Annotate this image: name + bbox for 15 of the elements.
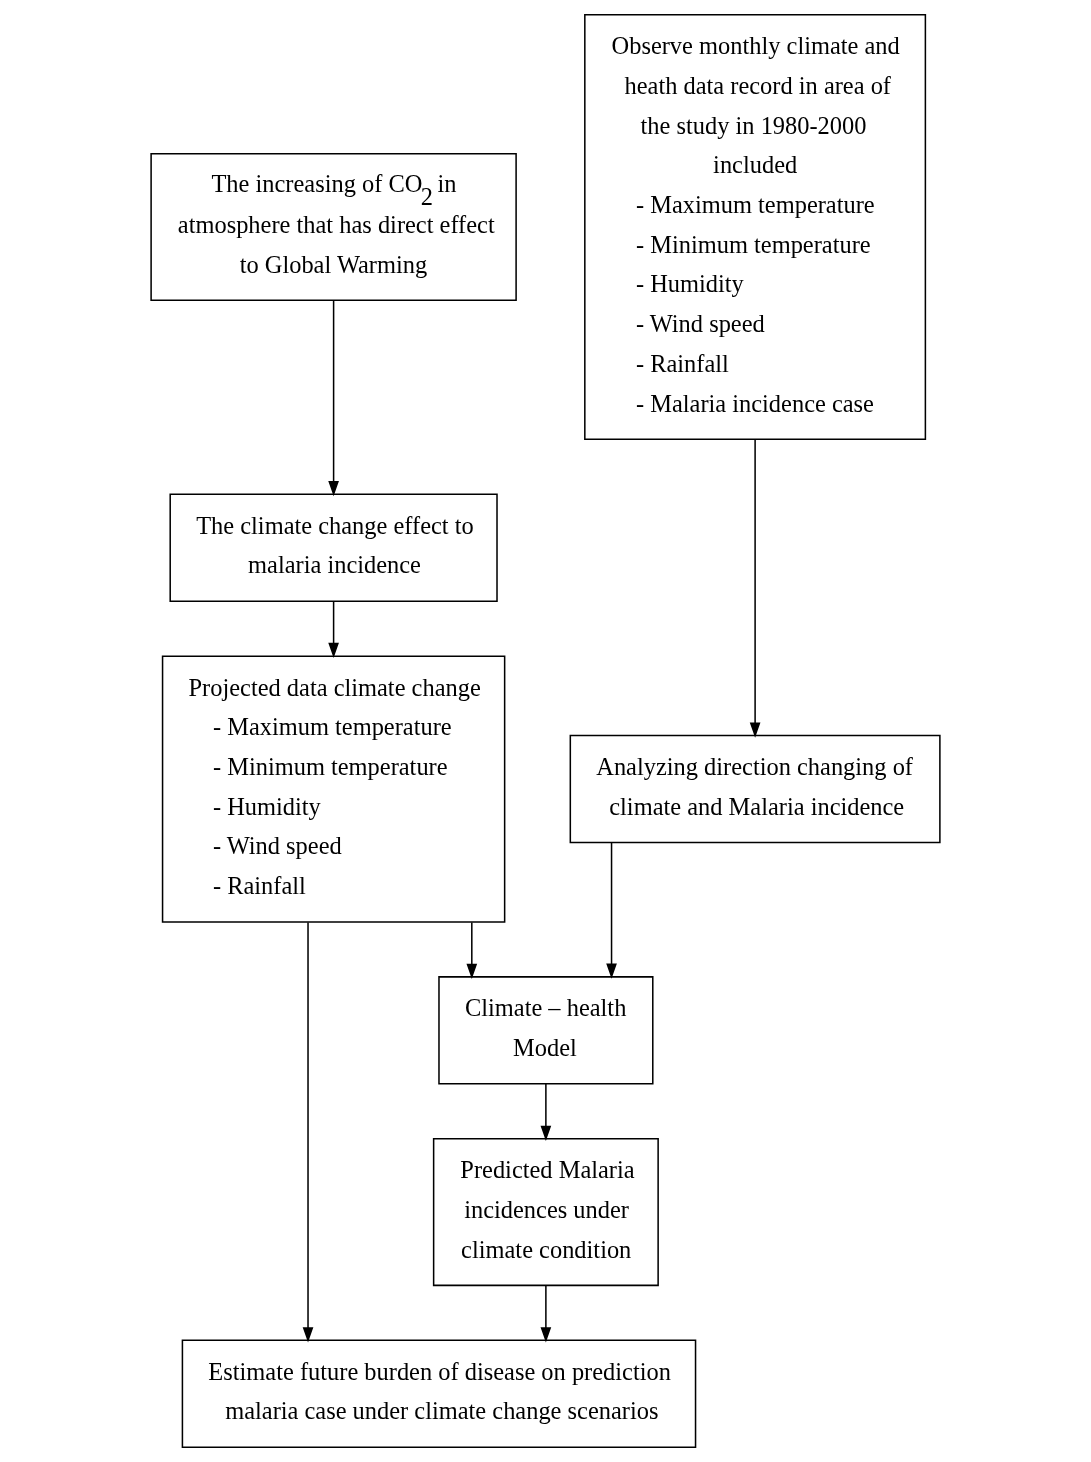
arrow — [540, 1284, 552, 1343]
node-box: Observe monthly climate and heath data record in area of the study in 1980-2000 included - Maximum temperature - Minimum temperature - Humidity - Wind speed - Rainfall - Malaria incidence case — [584, 14, 927, 441]
node-box: Projected data climate change - Maximum temperature - Minimum temperature - Humidity - Wind speed - Rainfall — [161, 655, 506, 923]
arrow — [540, 1083, 552, 1141]
arrow — [328, 600, 339, 659]
arrow — [749, 438, 761, 738]
node-box: Climate – health Model — [438, 976, 654, 1085]
arrow — [302, 921, 314, 1343]
arrow — [606, 841, 617, 979]
arrow — [328, 299, 339, 497]
node-box: Estimate future burden of disease on prediction malaria case under climate change scenarios — [181, 1339, 697, 1448]
arrow — [466, 921, 478, 979]
node-box: The climate change effect to malaria incidence — [169, 493, 498, 602]
node-box: Predicted Malaria incidences under climate condition — [432, 1138, 659, 1287]
node-box: Analyzing direction changing of climate and Malaria incidence — [569, 734, 941, 844]
